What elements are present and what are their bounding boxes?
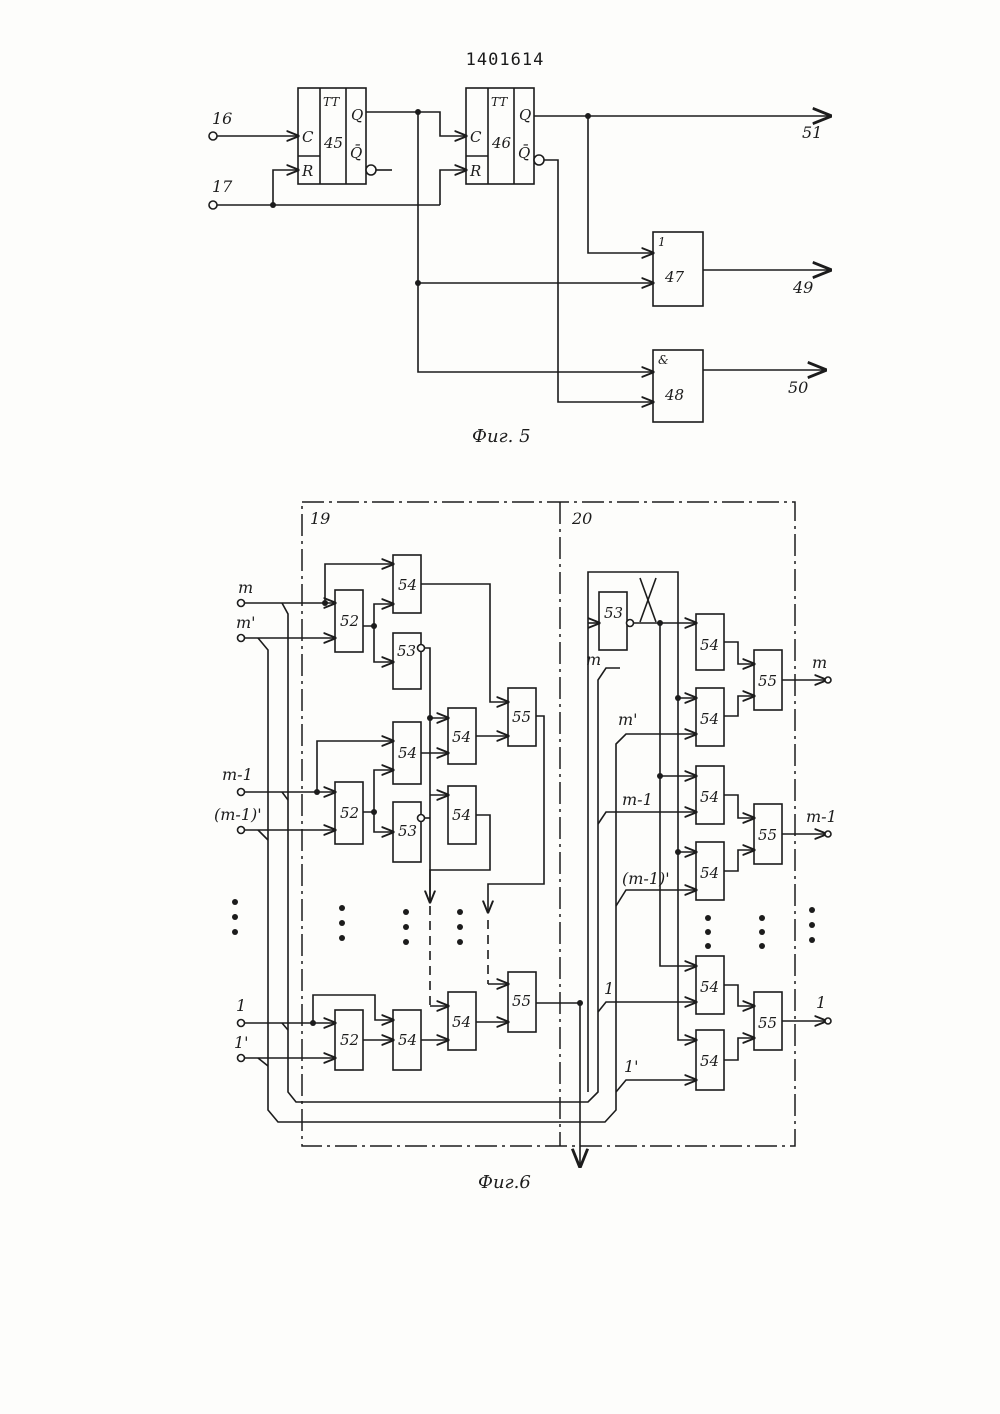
svg-text:54: 54: [700, 864, 719, 882]
bus-lines: [258, 603, 640, 1166]
svg-text:TT: TT: [323, 95, 340, 109]
svg-text:Q: Q: [519, 106, 531, 124]
and-gate-48: & 48: [653, 350, 703, 422]
svg-text:1': 1': [234, 1033, 249, 1052]
svg-text:C: C: [302, 128, 314, 146]
svg-text:55: 55: [758, 672, 777, 690]
input-label-16: 16: [212, 109, 232, 128]
svg-text:Q: Q: [351, 106, 363, 124]
region-label-19: 19: [310, 509, 330, 528]
svg-text:m: m: [812, 653, 827, 672]
svg-text:55: 55: [512, 992, 531, 1010]
svg-text:m': m': [236, 613, 256, 632]
svg-text:Q̄: Q̄: [518, 144, 530, 162]
svg-text:54: 54: [452, 728, 471, 746]
svg-text:m-1: m-1: [222, 765, 253, 784]
svg-text:Q̄: Q̄: [350, 144, 362, 162]
svg-text:C: C: [470, 128, 482, 146]
svg-text:TT: TT: [491, 95, 508, 109]
or-gate-47: 1 47: [653, 232, 703, 306]
svg-text:1: 1: [236, 996, 246, 1015]
svg-text:54: 54: [700, 1052, 719, 1070]
output-label-50: 50: [788, 378, 808, 397]
region-label-20: 20: [571, 509, 592, 528]
figure-5-caption: Фиг. 5: [472, 426, 531, 447]
continuation-dots: [232, 899, 815, 949]
svg-text:53: 53: [397, 642, 416, 660]
region-20-blocks: 53 54 54 55 54 54 55 54 54 55: [599, 592, 782, 1090]
svg-text:54: 54: [398, 1031, 417, 1049]
svg-text:54: 54: [700, 710, 719, 728]
svg-text:m-1: m-1: [806, 807, 837, 826]
svg-text:&: &: [658, 353, 669, 367]
svg-text:m: m: [586, 650, 601, 669]
svg-text:m': m': [618, 710, 638, 729]
svg-text:53: 53: [398, 822, 417, 840]
svg-text:54: 54: [700, 788, 719, 806]
svg-text:45: 45: [323, 134, 343, 152]
svg-text:1: 1: [658, 235, 666, 249]
svg-text:47: 47: [664, 268, 685, 286]
svg-text:(m-1)': (m-1)': [622, 869, 670, 888]
output-label-49: 49: [792, 278, 813, 297]
output-label-51: 51: [802, 123, 822, 142]
svg-text:R: R: [469, 162, 481, 180]
input-label-17: 17: [212, 177, 233, 196]
terminal-16: [209, 132, 217, 140]
figure-5: 16 17 C R TT 45 Q Q̄: [209, 88, 830, 447]
svg-text:1: 1: [816, 993, 826, 1012]
svg-text:54: 54: [398, 744, 417, 762]
left-inputs: m m' m-1 (m-1)' 1 1': [214, 578, 262, 1062]
svg-text:55: 55: [512, 708, 531, 726]
svg-text:54: 54: [452, 1013, 471, 1031]
svg-text:52: 52: [340, 1031, 359, 1049]
svg-text:48: 48: [664, 386, 684, 404]
svg-text:53: 53: [604, 604, 623, 622]
trigger-46: C R TT 46 Q Q̄: [466, 88, 544, 184]
svg-text:(m-1)': (m-1)': [214, 805, 262, 824]
svg-text:1': 1': [624, 1057, 639, 1076]
svg-text:52: 52: [340, 804, 359, 822]
svg-text:54: 54: [398, 576, 417, 594]
figure-6-caption: Фиг.6: [478, 1172, 531, 1193]
figure-6: 19 20 m m' m-1 (m-1)' 1 1' 52 54: [214, 502, 837, 1193]
svg-text:1: 1: [604, 979, 614, 998]
svg-text:54: 54: [452, 806, 471, 824]
terminal-17: [209, 201, 217, 209]
svg-text:m: m: [238, 578, 253, 597]
svg-text:55: 55: [758, 1014, 777, 1032]
svg-text:R: R: [301, 162, 313, 180]
trigger-45: C R TT 45 Q Q̄: [298, 88, 376, 184]
right-outputs: m m-1 1: [806, 653, 837, 1012]
svg-text:54: 54: [700, 636, 719, 654]
svg-text:54: 54: [700, 978, 719, 996]
svg-text:52: 52: [340, 612, 359, 630]
svg-text:m-1: m-1: [622, 790, 653, 809]
svg-text:55: 55: [758, 826, 777, 844]
svg-text:46: 46: [491, 134, 512, 152]
